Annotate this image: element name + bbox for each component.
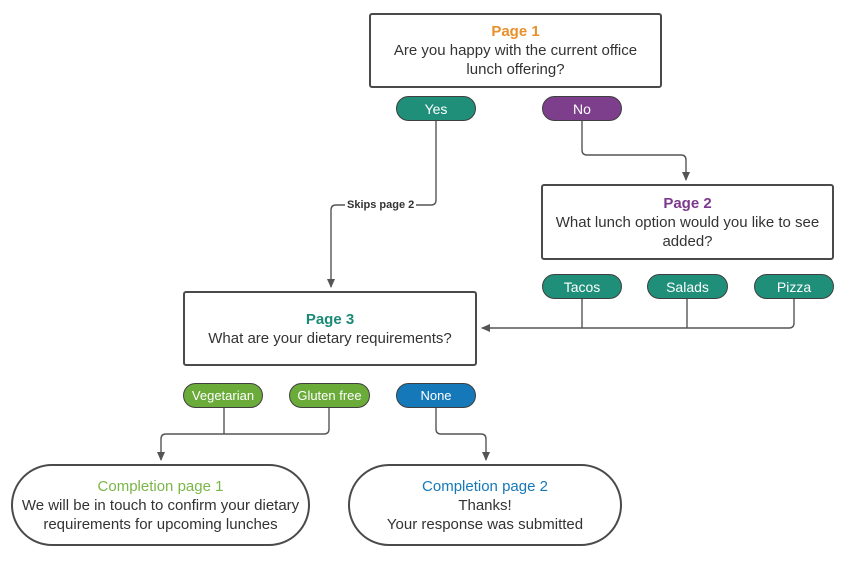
answer-pizza[interactable]: Pizza bbox=[754, 274, 834, 299]
connector-none bbox=[435, 407, 490, 461]
completion1-title: Completion page 1 bbox=[97, 477, 224, 495]
answer-vegetarian[interactable]: Vegetarian bbox=[183, 383, 263, 408]
connector-gluten-free bbox=[157, 407, 330, 461]
answer-tacos[interactable]: Tacos bbox=[542, 274, 622, 299]
page3-question: What are your dietary requirements? bbox=[208, 329, 452, 347]
connector-no-to-page2 bbox=[581, 120, 690, 181]
answer-gluten-free[interactable]: Gluten free bbox=[289, 383, 370, 408]
answer-salads[interactable]: Salads bbox=[647, 274, 728, 299]
completion2-box: Completion page 2 Thanks! Your response … bbox=[348, 464, 622, 546]
page1-title: Page 1 bbox=[491, 23, 540, 40]
completion1-line1: We will be in touch to confirm your diet… bbox=[21, 496, 300, 514]
page1-question: Are you happy with the current office lu… bbox=[393, 42, 638, 78]
completion2-title: Completion page 2 bbox=[422, 477, 548, 495]
answer-none[interactable]: None bbox=[396, 383, 476, 408]
completion1-box: Completion page 1 We will be in touch to… bbox=[11, 464, 310, 546]
completion2-line1: Thanks! bbox=[458, 496, 512, 514]
page3-box: Page 3 What are your dietary requirement… bbox=[183, 291, 477, 366]
page2-title: Page 2 bbox=[663, 194, 712, 212]
answer-yes[interactable]: Yes bbox=[396, 96, 476, 121]
skip-page2-label: Skips page 2 bbox=[345, 198, 417, 212]
completion1-line2: requirements for upcoming lunches bbox=[43, 515, 278, 533]
completion2-line2: Your response was submitted bbox=[386, 515, 584, 533]
page2-box: Page 2 What lunch option would you like … bbox=[541, 184, 834, 260]
connector-pizza bbox=[481, 298, 795, 332]
page1-box: Page 1 Are you happy with the current of… bbox=[369, 13, 662, 88]
page2-question: What lunch option would you like to see … bbox=[555, 213, 820, 250]
page3-title: Page 3 bbox=[305, 310, 355, 328]
answer-no[interactable]: No bbox=[542, 96, 622, 121]
